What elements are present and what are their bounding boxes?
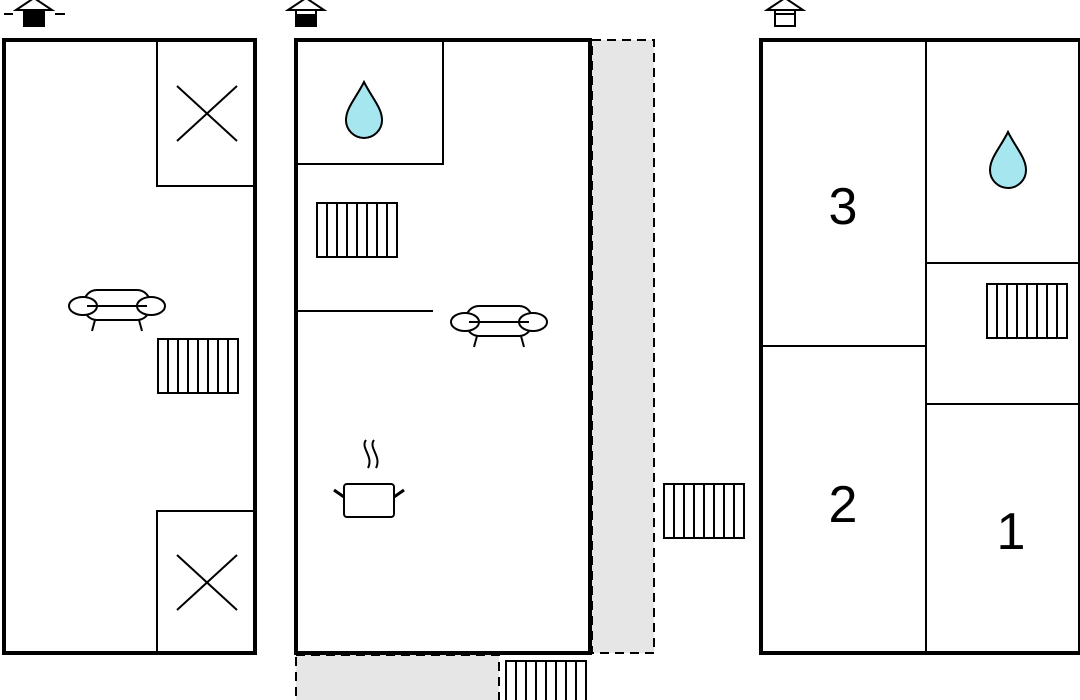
stairs-icon xyxy=(316,202,398,258)
storage-cross-icon xyxy=(176,85,238,142)
stairs-icon xyxy=(663,483,745,539)
floor-indicator-ground xyxy=(287,0,325,27)
floor-indicator-upper xyxy=(766,0,804,27)
storage-cross-icon xyxy=(176,554,238,611)
floor-left xyxy=(2,38,257,655)
terrace-bottom xyxy=(295,654,500,700)
cooking-pot-icon xyxy=(333,439,405,518)
stairs-icon xyxy=(986,283,1068,339)
stairs-icon xyxy=(505,660,587,700)
floor-right: 3 2 1 xyxy=(759,38,1080,655)
room-label-1: 1 xyxy=(997,503,1026,561)
terrace-right xyxy=(591,39,655,654)
floor-middle xyxy=(294,38,745,700)
stairs-icon xyxy=(157,338,239,394)
floor-indicator-basement xyxy=(4,0,65,27)
room-label-3: 3 xyxy=(829,178,858,236)
room-label-2: 2 xyxy=(829,476,858,534)
